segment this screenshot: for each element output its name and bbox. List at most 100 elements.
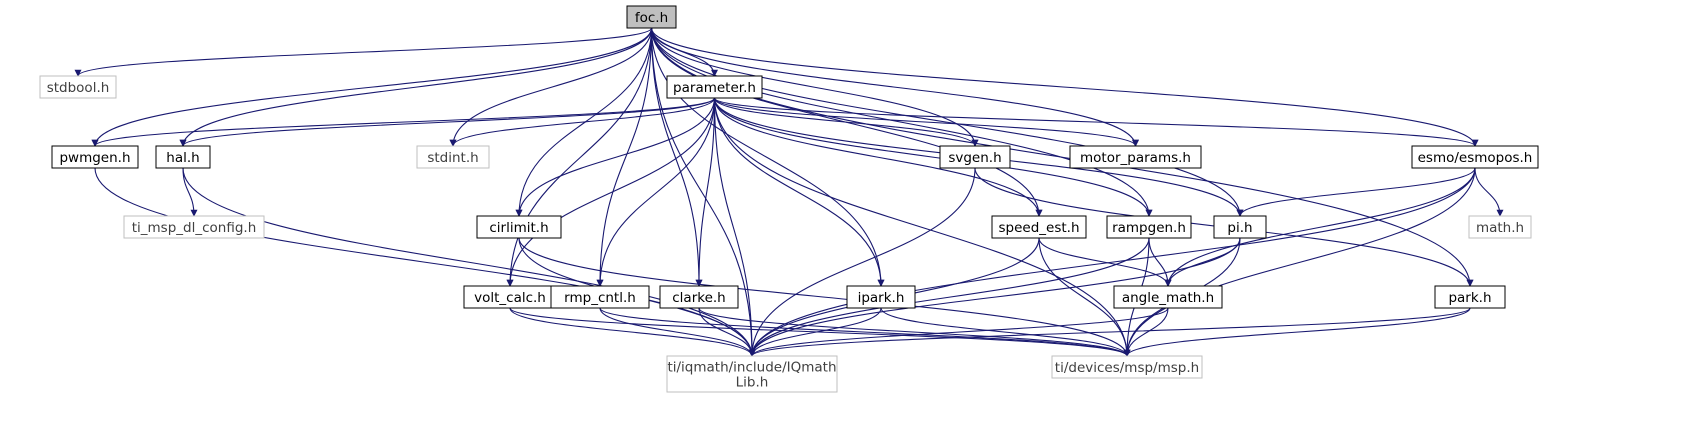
node-anglemath[interactable]: angle_math.h	[1113, 285, 1223, 309]
node-svgen-label: svgen.h	[948, 150, 1001, 166]
node-clarke-label: clarke.h	[672, 290, 726, 306]
edge-parameter-to-speedest	[713, 97, 1043, 217]
node-stdint-label: stdint.h	[427, 150, 478, 166]
edge-hal-to-iqmath	[182, 167, 756, 357]
edge-foc-to-motorparams	[650, 27, 1139, 147]
node-anglemath-label: angle_math.h	[1122, 290, 1214, 306]
edge-park-to-msp	[1123, 307, 1471, 357]
node-motorparams-label: motor_params.h	[1080, 150, 1191, 166]
edge-parameter-to-esmo	[713, 97, 1479, 147]
node-iqmath-box	[666, 355, 838, 393]
file-nodes: foc.h stdbool.h parameter.h pwmgen.h hal.h st…	[39, 5, 1539, 393]
edge-foc-to-voltcalc	[506, 27, 653, 287]
node-rmpcntl[interactable]: rmp_cntl.h	[550, 285, 650, 309]
edge-speedest-to-msp	[1038, 237, 1131, 357]
node-foc[interactable]: foc.h	[626, 5, 677, 29]
node-hal-box	[155, 145, 211, 169]
node-voltcalc-label: volt_calc.h	[474, 290, 546, 306]
node-ipark-label: ipark.h	[858, 290, 905, 306]
edge-svgen-to-iqmath	[748, 167, 976, 357]
node-parameter-label: parameter.h	[673, 80, 756, 96]
node-iqmath-label: ti/iqmath/include/IQmath	[667, 360, 836, 376]
edge-park-to-iqmath	[748, 307, 1471, 357]
node-cirlimit-label: cirlimit.h	[489, 220, 548, 236]
node-esmo[interactable]: esmo/esmopos.h	[1411, 145, 1539, 169]
node-stdbool-label: stdbool.h	[47, 80, 110, 96]
node-tidlconfig-label: ti_msp_dl_config.h	[132, 220, 257, 236]
edge-clarke-to-iqmath	[698, 307, 756, 357]
node-clarke[interactable]: clarke.h	[659, 285, 739, 309]
node-pi-label: pi.h	[1227, 220, 1252, 236]
edge-parameter-to-cirlimit	[515, 97, 716, 217]
edge-esmo-to-msp	[1123, 167, 1476, 357]
edge-rampgen-to-iqmath	[748, 237, 1150, 357]
edge-parameter-to-stdint	[449, 97, 716, 147]
edge-foc-to-esmo	[650, 27, 1479, 147]
edge-foc-to-rmpcntl	[596, 27, 653, 287]
edge-cirlimit-to-msp	[518, 237, 1131, 357]
edge-foc-to-ipark	[650, 27, 885, 287]
edge-foc-to-pwmgen	[91, 27, 653, 147]
node-math-box	[1468, 215, 1532, 239]
edge-foc-to-rampgen	[650, 27, 1153, 217]
node-pi[interactable]: pi.h	[1213, 215, 1267, 239]
node-math-label: math.h	[1476, 220, 1524, 236]
node-hal-label: hal.h	[166, 150, 199, 166]
edge-parameter-to-iqmath	[713, 97, 756, 357]
edge-foc-to-svgen	[650, 27, 979, 147]
edge-parameter-to-rampgen	[713, 97, 1153, 217]
edge-anglemath-to-iqmath	[748, 307, 1169, 357]
node-msp: ti/devices/msp/msp.h	[1051, 355, 1203, 379]
node-ipark-box	[846, 285, 916, 309]
node-pwmgen-label: pwmgen.h	[59, 150, 130, 166]
node-esmo-box	[1411, 145, 1539, 169]
node-foc-box	[626, 5, 677, 29]
node-voltcalc[interactable]: volt_calc.h	[463, 285, 557, 309]
edge-parameter-to-rmpcntl	[596, 97, 716, 287]
node-parameter-box	[666, 75, 763, 99]
node-ipark[interactable]: ipark.h	[846, 285, 916, 309]
node-speedest[interactable]: speed_est.h	[991, 215, 1087, 239]
node-anglemath-box	[1113, 285, 1223, 309]
node-hal[interactable]: hal.h	[155, 145, 211, 169]
node-parameter[interactable]: parameter.h	[666, 75, 763, 99]
node-pwmgen[interactable]: pwmgen.h	[51, 145, 139, 169]
edge-esmo-to-anglemath	[1164, 167, 1476, 287]
node-rampgen[interactable]: rampgen.h	[1106, 215, 1192, 239]
edge-esmo-to-iqmath	[748, 167, 1476, 357]
dependency-edges	[74, 27, 1504, 357]
edge-ipark-to-iqmath	[748, 307, 882, 357]
node-park[interactable]: park.h	[1434, 285, 1506, 309]
node-iqmath-label: Lib.h	[736, 375, 769, 391]
edge-anglemath-to-msp	[1123, 307, 1169, 357]
node-rampgen-label: rampgen.h	[1112, 220, 1186, 236]
node-svgen-box	[939, 145, 1011, 169]
node-math: math.h	[1468, 215, 1532, 239]
node-speedest-box	[991, 215, 1087, 239]
edge-rmpcntl-to-iqmath	[599, 307, 756, 357]
node-msp-label: ti/devices/msp/msp.h	[1055, 360, 1199, 376]
node-rmpcntl-label: rmp_cntl.h	[564, 290, 636, 306]
node-tidlconfig: ti_msp_dl_config.h	[123, 215, 265, 239]
node-pwmgen-box	[51, 145, 139, 169]
edge-rampgen-to-anglemath	[1148, 237, 1172, 287]
node-stdint-box	[416, 145, 490, 169]
node-cirlimit[interactable]: cirlimit.h	[476, 215, 562, 239]
edge-pi-to-iqmath	[748, 237, 1241, 357]
node-cirlimit-box	[476, 215, 562, 239]
edge-parameter-to-clarke	[695, 97, 716, 287]
node-motorparams[interactable]: motor_params.h	[1069, 145, 1202, 169]
edge-foc-to-stdbool	[74, 27, 653, 77]
node-esmo-label: esmo/esmopos.h	[1418, 150, 1533, 166]
edge-pi-to-anglemath	[1164, 237, 1241, 287]
edge-foc-to-iqmath	[650, 27, 756, 357]
edge-parameter-to-pwmgen	[91, 97, 716, 147]
edge-rmpcntl-to-msp	[599, 307, 1131, 357]
node-rmpcntl-box	[550, 285, 650, 309]
node-speedest-label: speed_est.h	[998, 220, 1079, 236]
node-foc-label: foc.h	[635, 10, 668, 26]
edge-parameter-to-voltcalc	[506, 97, 716, 287]
node-svgen[interactable]: svgen.h	[939, 145, 1011, 169]
